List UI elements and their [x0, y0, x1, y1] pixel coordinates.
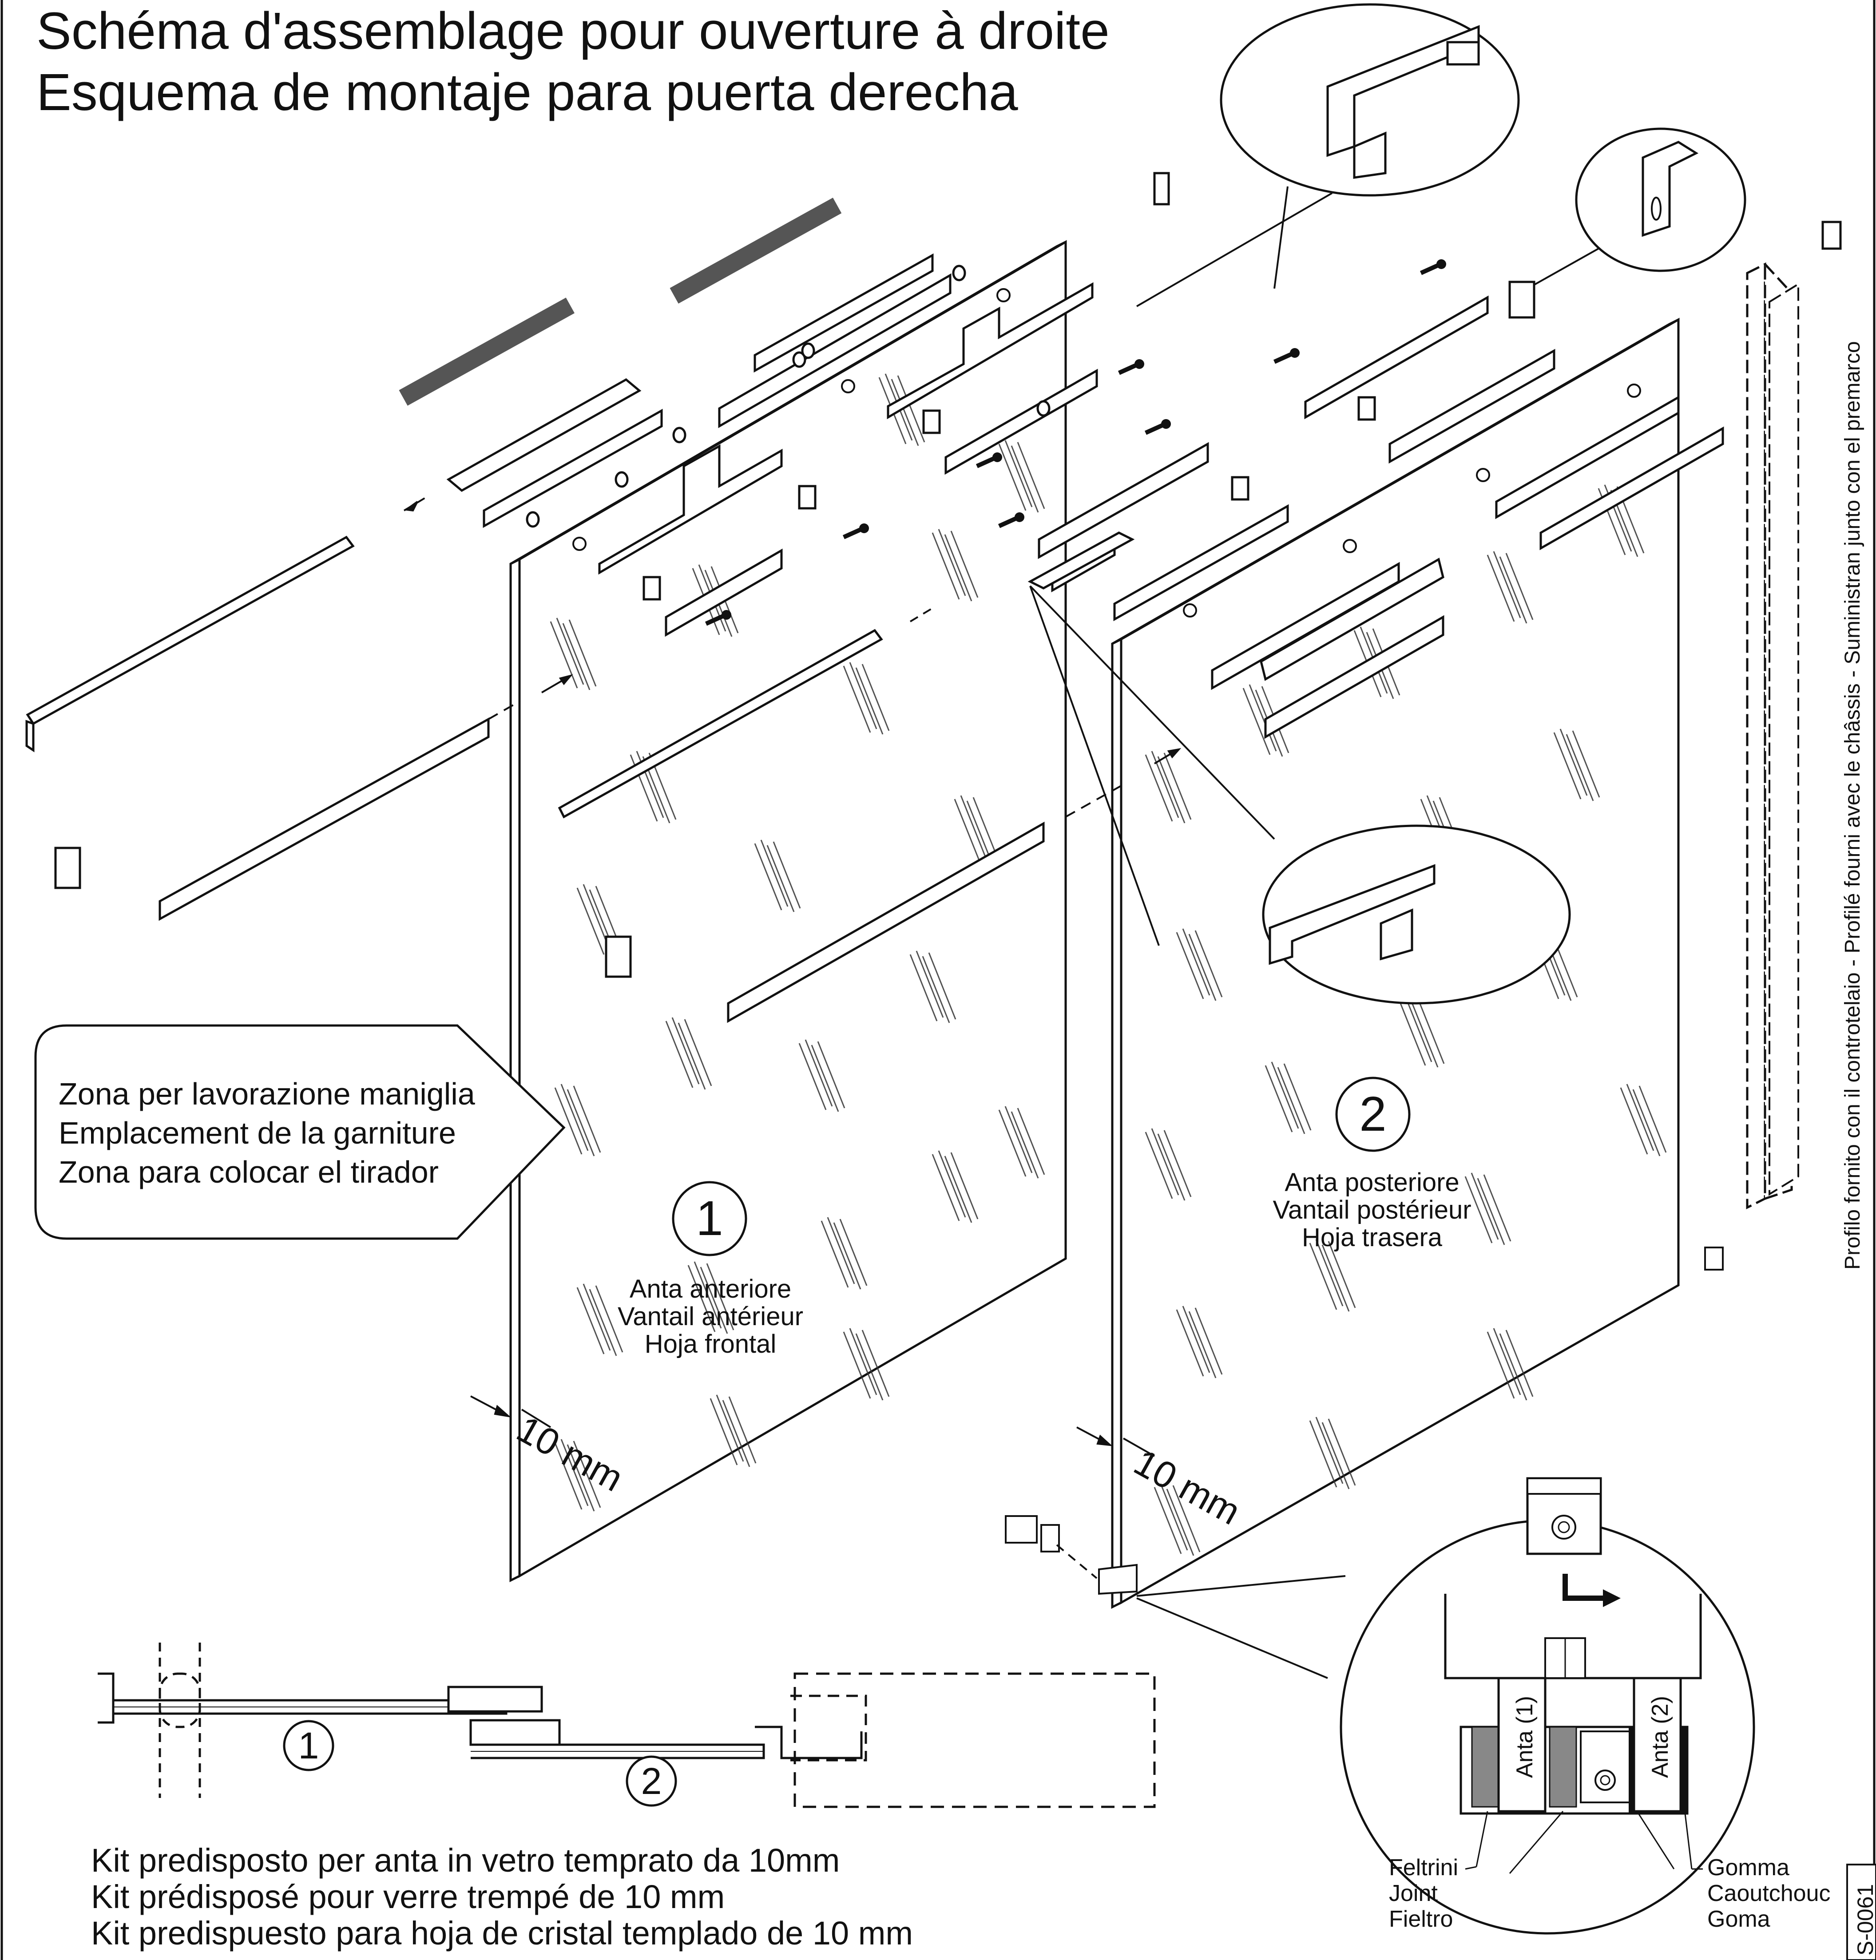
handle-zone-it: Zona per lavorazione maniglia [59, 1077, 475, 1111]
plan-number-1: 1 [298, 1725, 319, 1766]
plan-number-2: 2 [641, 1760, 662, 1802]
clip-pieces [54, 172, 1842, 978]
magnifier-bracket-top [1136, 3, 1520, 307]
handle-zone-bubble [34, 1024, 566, 1240]
panel-1-label-es: Hoja frontal [644, 1330, 777, 1358]
slot-label-2: Anta (2) [1647, 1696, 1673, 1778]
magnifier-bracket-middle [1029, 585, 1571, 1005]
title-es: Esquema de montaje para puerta derecha [36, 63, 1018, 122]
felt-label-es: Fieltro [1389, 1906, 1453, 1932]
panel-1-number-circle [672, 1181, 747, 1256]
kit-line-fr: Kit prédisposé pour verre trempé de 10 m… [91, 1878, 725, 1915]
detail-magnifier [1136, 1477, 1755, 1935]
panel-2-number: 2 [1359, 1087, 1387, 1141]
magnifier-clip-right [1508, 127, 1746, 319]
panel-1-label-fr: Vantail antérieur [617, 1302, 804, 1331]
profile-note: Profilo fornito con il controtelaio - Pr… [1841, 341, 1864, 1270]
rubber-label-fr: Caoutchouc [1707, 1881, 1831, 1906]
frame-profile [1704, 261, 1799, 1271]
handle-zone-fr: Emplacement de la garniture [59, 1116, 456, 1150]
kit-line-it: Kit predisposto per anta in vetro tempra… [91, 1842, 840, 1879]
slot-label-1: Anta (1) [1512, 1696, 1538, 1778]
rubber-label-it: Gomma [1707, 1855, 1789, 1881]
panel-2-label-it: Anta posteriore [1285, 1168, 1460, 1197]
felt-label-fr: Joint [1389, 1881, 1438, 1906]
felt-label-it: Feltrini [1389, 1855, 1459, 1881]
doc-code-box [1846, 1864, 1876, 1960]
kit-line-es: Kit predispuesto para hoja de cristal te… [91, 1915, 913, 1952]
rubber-label-es: Goma [1707, 1906, 1770, 1932]
floor-guide [1005, 1515, 1138, 1595]
panel-2-number-circle [1335, 1077, 1411, 1152]
panel-2-label-es: Hoja trasera [1302, 1223, 1442, 1252]
panel-1-number: 1 [696, 1191, 723, 1246]
glass-panel-1 [509, 240, 1067, 1583]
panel-1-label-it: Anta anteriore [629, 1275, 792, 1303]
title-fr: Schéma d'assemblage pour ouverture à dro… [36, 2, 1110, 60]
handle-zone-es: Zona para colocar el tirador [59, 1155, 439, 1189]
top-rail-panel-2 [1027, 295, 1724, 739]
guide-rails [25, 535, 1045, 1023]
plan-view [98, 1643, 1156, 1808]
top-rail-panel-1 [446, 253, 1209, 637]
doc-code: S-0061 [1853, 1884, 1876, 1956]
panel-2-label-fr: Vantail postérieur [1273, 1196, 1471, 1224]
